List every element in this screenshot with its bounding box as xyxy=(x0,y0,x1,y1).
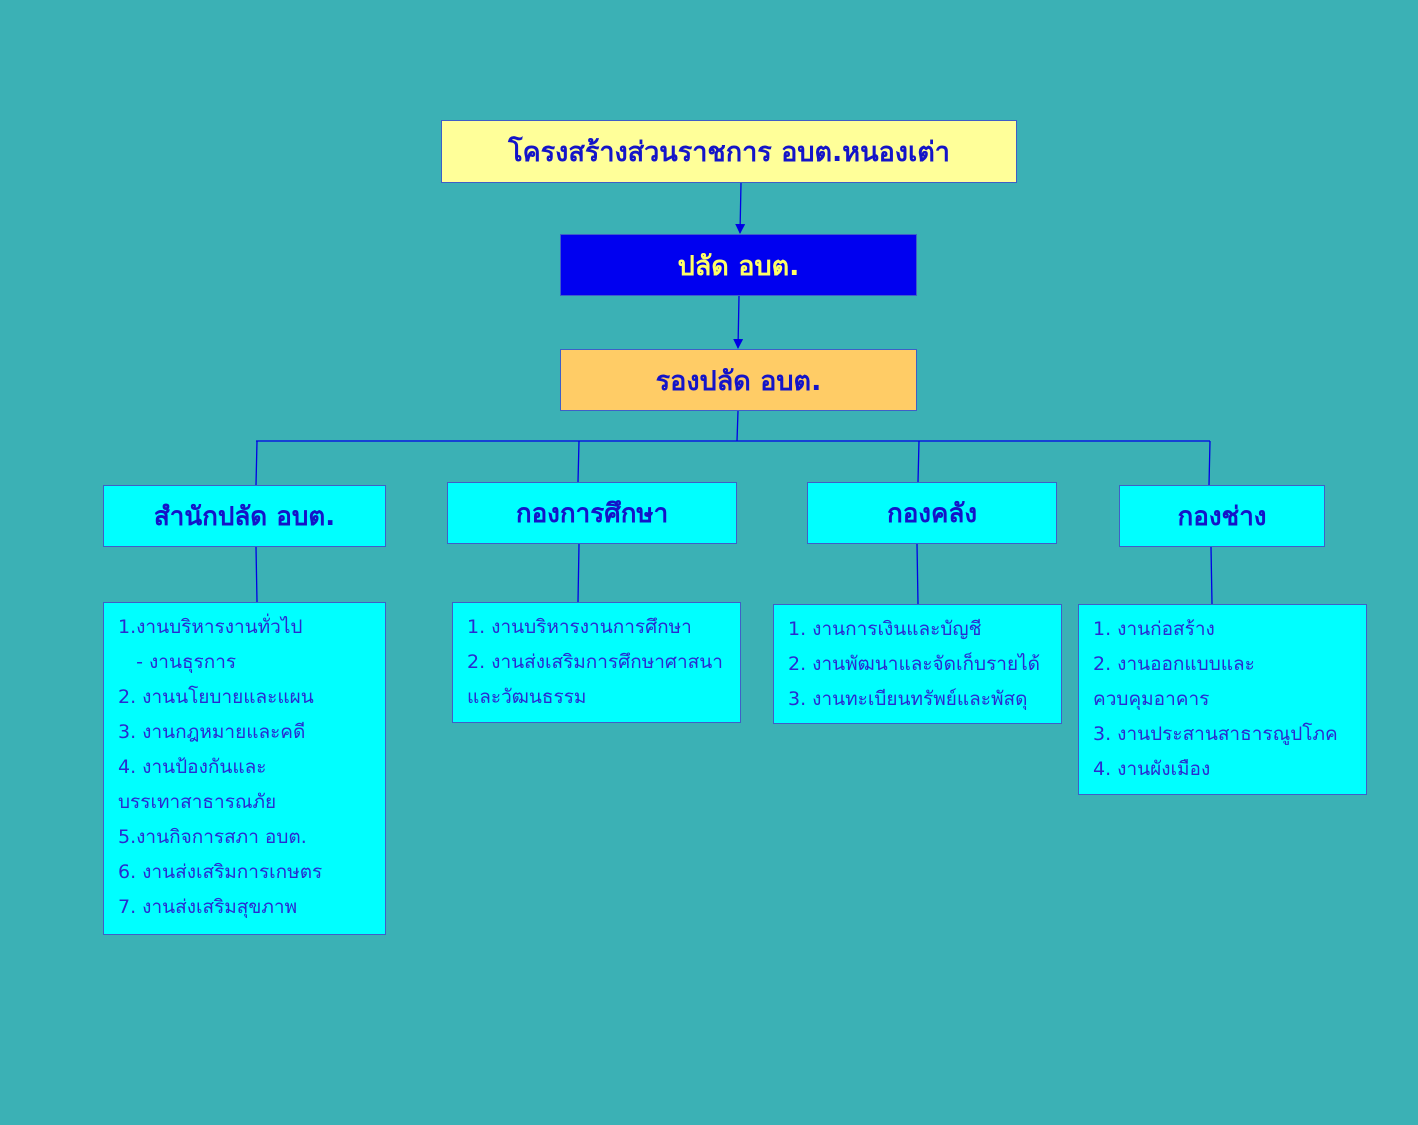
deputy-stem-line xyxy=(736,410,739,442)
task-item: 1. งานก่อสร้าง xyxy=(1093,618,1215,640)
chief-to-deputy-arrow xyxy=(733,295,744,349)
task-item: ควบคุมอาคาร xyxy=(1093,688,1210,710)
task-item: 3. งานกฎหมายและคดี xyxy=(118,721,306,743)
task-list-office: 1.งานบริหารงานทั่วไป - งานธุรการ 2. งานน… xyxy=(103,602,386,935)
task-item: 7. งานส่งเสริมสุขภาพ xyxy=(118,896,298,918)
task-item: 3. งานทะเบียนทรัพย์และพัสดุ xyxy=(788,688,1028,710)
chief-officer-box: ปลัด อบต. xyxy=(560,234,917,296)
branch-drop-1 xyxy=(255,440,258,486)
dept3-to-tasks-line xyxy=(916,543,919,605)
task-list-finance: 1. งานการเงินและบัญชี 2. งานพัฒนาและจัดเ… xyxy=(773,604,1062,724)
task-list-education: 1. งานบริหารงานการศึกษา 2. งานส่งเสริมกา… xyxy=(452,602,741,723)
org-chart-title: โครงสร้างส่วนราชการ อบต.หนองเต่า xyxy=(441,120,1017,183)
task-item: 4. งานป้องกันและ xyxy=(118,756,267,778)
department-box-engineering: กองช่าง xyxy=(1119,485,1325,547)
department-box-education: กองการศึกษา xyxy=(447,482,737,544)
title-to-chief-arrow xyxy=(735,182,746,234)
task-item: 4. งานผังเมือง xyxy=(1093,758,1211,780)
branch-drop-4 xyxy=(1208,440,1211,486)
task-list-engineering: 1. งานก่อสร้าง 2. งานออกแบบและ ควบคุมอาค… xyxy=(1078,604,1367,795)
task-item: 5.งานกิจการสภา อบต. xyxy=(118,826,307,848)
task-item: 2. งานนโยบายและแผน xyxy=(118,686,314,708)
task-item: 2. งานออกแบบและ xyxy=(1093,653,1255,675)
dept2-to-tasks-line xyxy=(577,543,580,603)
task-item: 2. งานพัฒนาและจัดเก็บรายได้ xyxy=(788,653,1040,675)
department-box-office: สำนักปลัด อบต. xyxy=(103,485,386,547)
task-item: 1.งานบริหารงานทั่วไป xyxy=(118,616,303,638)
dept4-to-tasks-line xyxy=(1210,546,1213,605)
task-item: 6. งานส่งเสริมการเกษตร xyxy=(118,861,323,883)
task-item: 1. งานการเงินและบัญชี xyxy=(788,618,982,640)
task-item: 3. งานประสานสาธารณูปโภค xyxy=(1093,723,1338,745)
department-box-finance: กองคลัง xyxy=(807,482,1057,544)
task-item: บรรเทาสาธารณภัย xyxy=(118,791,277,813)
task-item: 1. งานบริหารงานการศึกษา xyxy=(467,616,692,638)
task-item: 2. งานส่งเสริมการศึกษาศาสนา xyxy=(467,651,723,673)
branch-drop-2 xyxy=(577,440,580,483)
deputy-officer-box: รองปลัด อบต. xyxy=(560,349,917,411)
branch-drop-3 xyxy=(917,440,920,483)
dept1-to-tasks-line xyxy=(255,546,258,603)
task-item: - งานธุรการ xyxy=(118,651,237,673)
task-item: และวัฒนธรรม xyxy=(467,686,587,708)
